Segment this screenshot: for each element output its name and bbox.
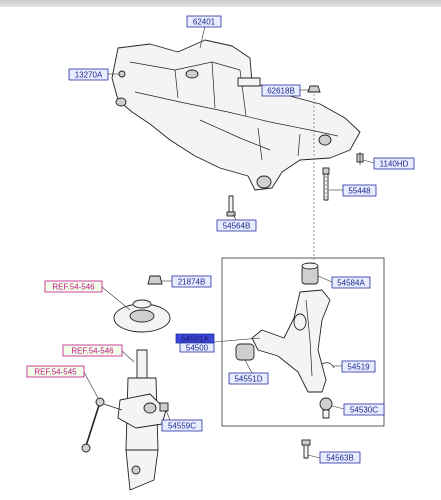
- svg-text:REF.54-545: REF.54-545: [34, 368, 77, 377]
- svg-text:54551D: 54551D: [234, 375, 262, 384]
- label-62618b[interactable]: 62618B: [261, 84, 301, 97]
- bolt-13270a: [118, 70, 126, 78]
- nut-62618b: [307, 85, 321, 93]
- label-54551d[interactable]: 54551D: [228, 372, 269, 385]
- svg-text:54530C: 54530C: [350, 406, 378, 415]
- clip-54519: [321, 362, 335, 369]
- bolt-54563b: [301, 439, 311, 459]
- label-21874b[interactable]: 21874B: [171, 275, 212, 288]
- bolt-54559c: [159, 402, 169, 412]
- label-13270a[interactable]: 13270A: [68, 68, 109, 81]
- ref-link-54-546-mount[interactable]: REF.54-546: [44, 280, 103, 293]
- subframe-crossmember: [111, 39, 361, 191]
- bolt-1140hd: [356, 152, 364, 165]
- strut-shock: [117, 349, 167, 491]
- svg-text:1140HD: 1140HD: [380, 160, 409, 169]
- bolt-55448: [322, 167, 330, 201]
- svg-text:54559C: 54559C: [168, 422, 196, 431]
- window-top-bar: [0, 0, 441, 7]
- label-62401[interactable]: 62401: [186, 15, 222, 28]
- ref-link-54-546-strut[interactable]: REF.54-546: [62, 344, 123, 357]
- svg-text:REF.54-546: REF.54-546: [52, 283, 95, 292]
- svg-text:62618B: 62618B: [267, 87, 295, 96]
- label-54584a[interactable]: 54584A: [331, 276, 371, 289]
- svg-text:54500: 54500: [186, 344, 209, 353]
- svg-text:21874B: 21874B: [178, 278, 206, 287]
- bushing-54584a: [301, 262, 319, 285]
- label-54559c[interactable]: 54559C: [161, 419, 203, 432]
- lower-control-arm: [251, 289, 331, 393]
- label-1140hd[interactable]: 1140HD: [373, 157, 415, 170]
- svg-text:54519: 54519: [347, 363, 370, 372]
- ball-joint-54530c: [319, 397, 333, 419]
- label-54519[interactable]: 54519: [341, 360, 376, 373]
- label-55448[interactable]: 55448: [342, 184, 377, 197]
- bolt-54564b: [226, 195, 236, 217]
- label-54564b[interactable]: 54564B: [216, 219, 257, 232]
- leader-lines: [83, 25, 375, 459]
- svg-text:55448: 55448: [348, 187, 371, 196]
- svg-text:62401: 62401: [193, 18, 216, 27]
- nut-21874b: [147, 275, 163, 285]
- lower-arm-group-frame: [221, 257, 385, 427]
- svg-text:REF.54-546: REF.54-546: [71, 347, 114, 356]
- bushing-54551d: [235, 343, 255, 361]
- svg-text:13270A: 13270A: [75, 71, 103, 80]
- label-54563b[interactable]: 54563B: [319, 451, 361, 464]
- label-54500[interactable]: 54500: [179, 342, 215, 353]
- svg-text:54564B: 54564B: [223, 222, 251, 231]
- strut-mount: [113, 299, 171, 333]
- label-54530c[interactable]: 54530C: [343, 403, 385, 416]
- svg-text:54563B: 54563B: [326, 454, 354, 463]
- svg-text:54584A: 54584A: [337, 279, 365, 288]
- svg-text:54501A: 54501A: [181, 335, 209, 344]
- ref-link-54-545[interactable]: REF.54-545: [26, 365, 85, 378]
- stabilizer-link: [81, 397, 123, 453]
- label-54501a[interactable]: 54501A: [175, 333, 215, 344]
